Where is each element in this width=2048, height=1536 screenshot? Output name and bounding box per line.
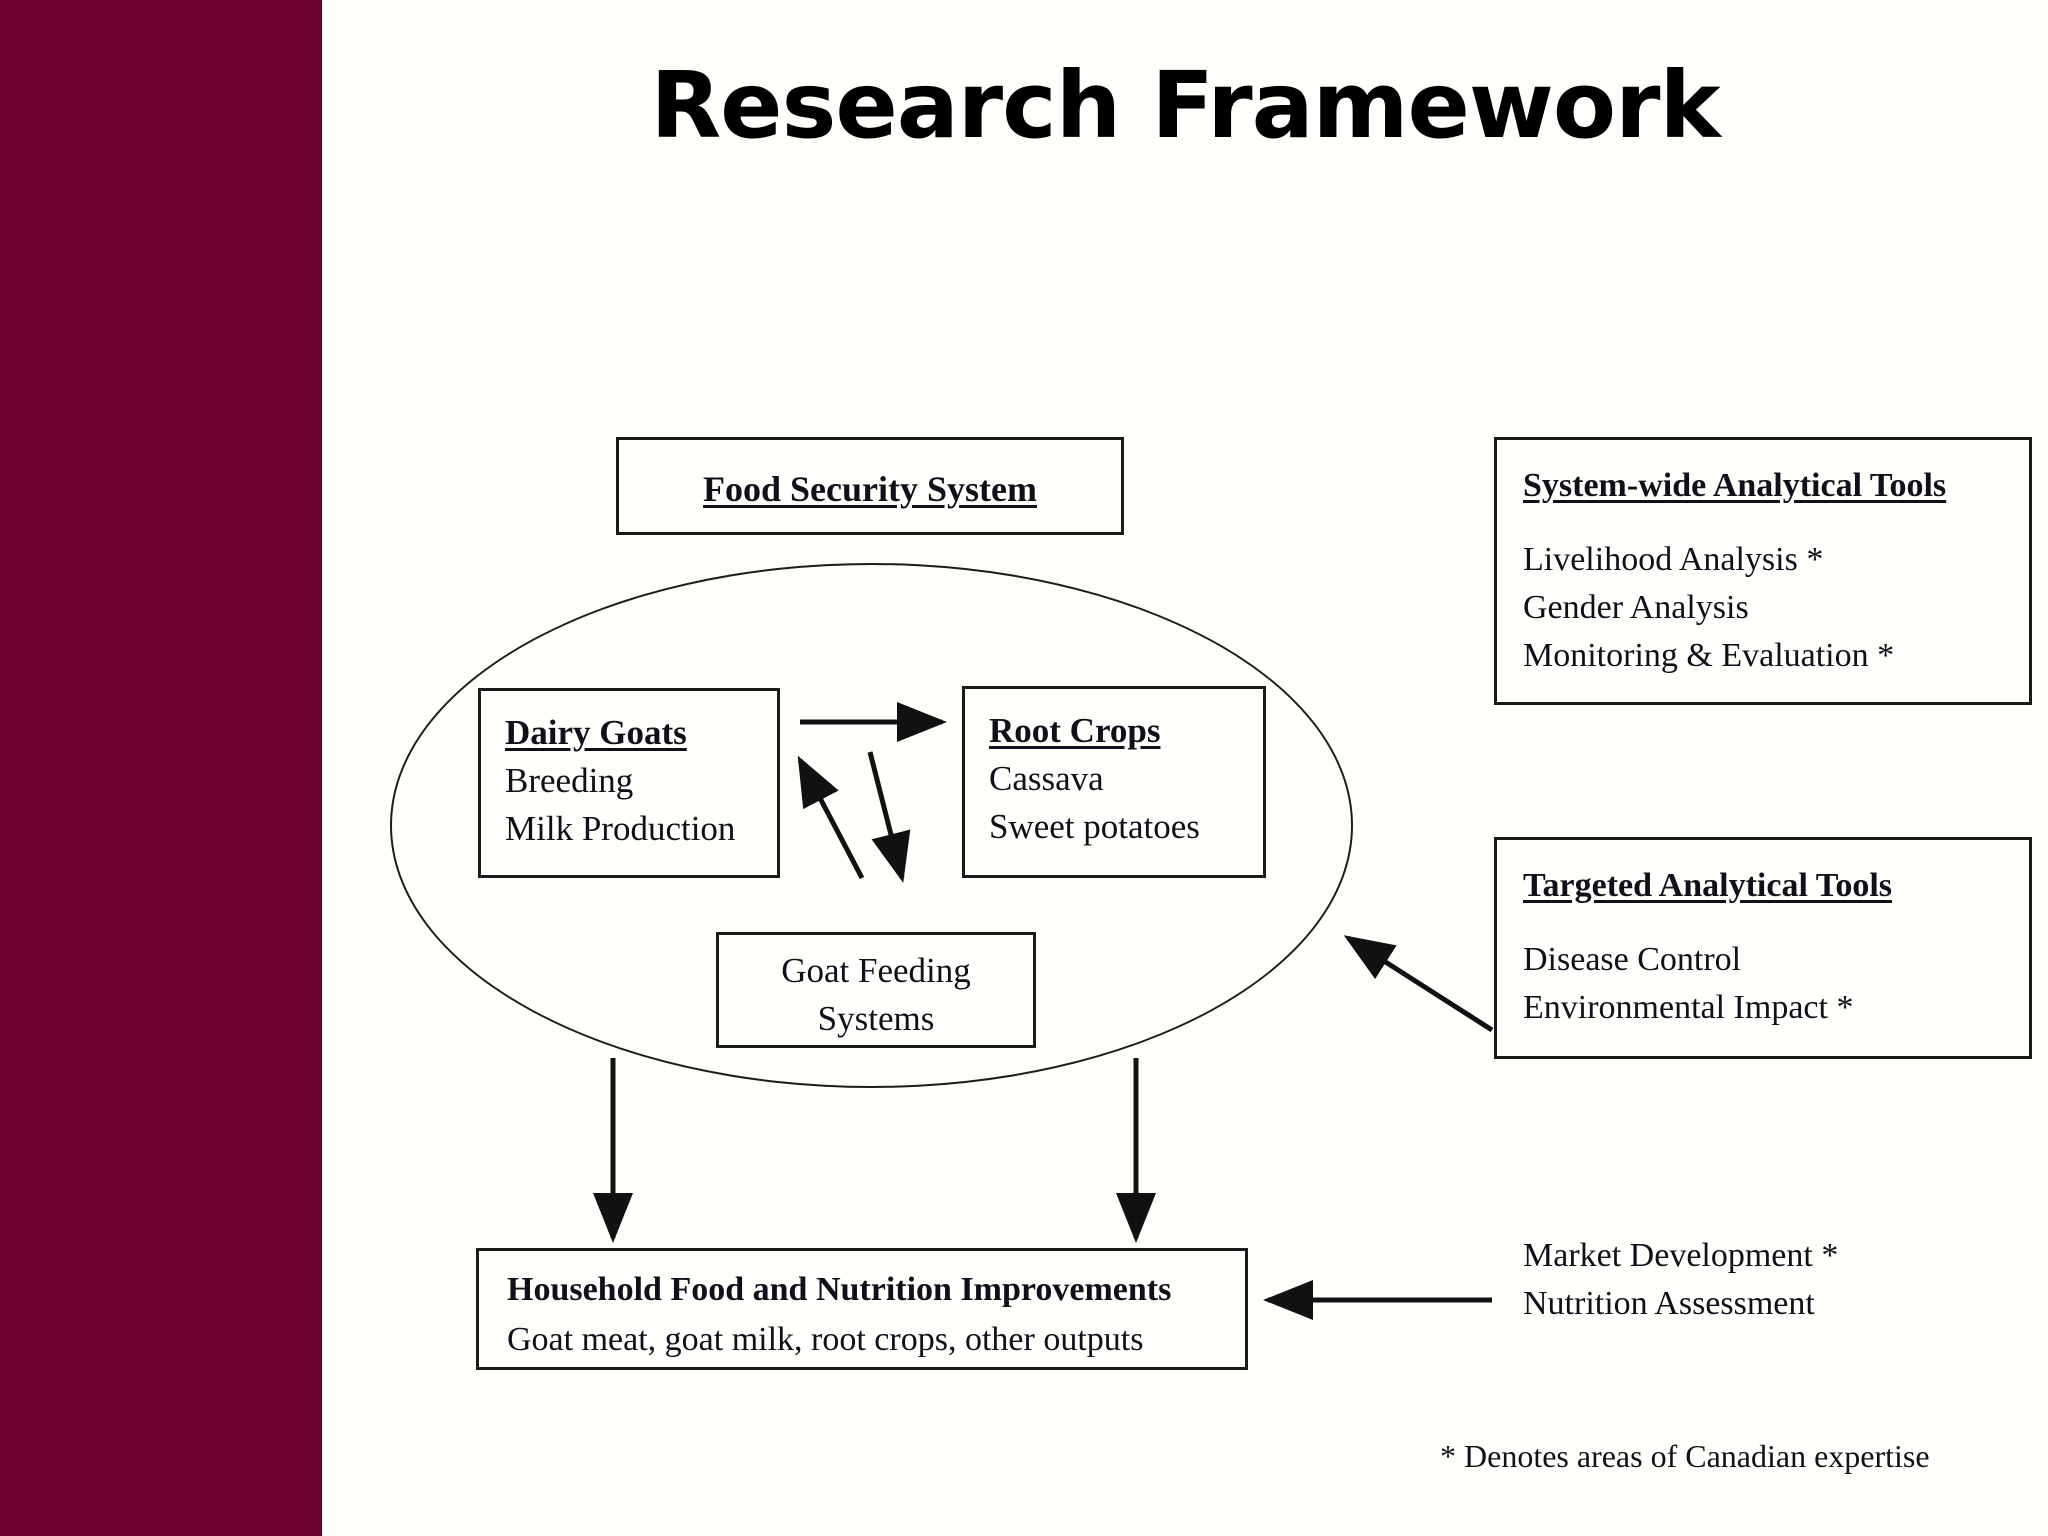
goat-feeding-line-1: Goat Feeding <box>781 951 971 990</box>
targeted-analytical-tools-panel: Targeted Analytical Tools Disease Contro… <box>1494 837 2032 1322</box>
root-crops-header: Root Crops <box>989 711 1161 750</box>
household-improvements-header: Household Food and Nutrition Improvement… <box>507 1271 1172 1308</box>
food-security-system-header: Food Security System <box>703 469 1037 509</box>
dairy-goats-item-breeding: Breeding <box>505 761 634 800</box>
page-title: Research Framework <box>650 52 1720 159</box>
system-wide-tools-header: System-wide Analytical Tools <box>1523 467 1947 504</box>
food-security-system-ellipse <box>390 563 1353 1088</box>
root-crops-item-sweet-potatoes: Sweet potatoes <box>989 807 1200 846</box>
goat-feeding-line-2: Systems <box>817 999 935 1038</box>
spacer <box>1523 910 2029 936</box>
dairy-goats-item-milk-production: Milk Production <box>505 809 736 848</box>
targeted-tool-market-development: Market Development * <box>1523 1237 1839 1274</box>
root-crops-item-cassava: Cassava <box>989 759 1104 798</box>
goat-feeding-systems-box: Goat Feeding Systems <box>716 932 1036 1048</box>
targeted-tool-environmental-impact: Environmental Impact * <box>1523 989 1854 1026</box>
food-security-system-box: Food Security System <box>616 437 1124 535</box>
targeted-tool-disease-control: Disease Control <box>1523 941 1742 978</box>
targeted-tool-nutrition-assessment: Nutrition Assessment <box>1523 1285 1815 1322</box>
footnote-canadian-expertise: * Denotes areas of Canadian expertise <box>1440 1438 1930 1474</box>
system-wide-tool-monitoring-evaluation: Monitoring & Evaluation * <box>1523 637 1895 674</box>
system-wide-tool-gender-analysis: Gender Analysis <box>1523 589 1749 626</box>
household-improvements-box: Household Food and Nutrition Improvement… <box>476 1248 1248 1370</box>
spacer <box>1523 510 2029 536</box>
system-wide-tool-livelihood-analysis: Livelihood Analysis * <box>1523 541 1824 578</box>
arrow-targeted-tools-to-system <box>1343 935 1494 1033</box>
household-improvements-detail: Goat meat, goat milk, root crops, other … <box>507 1321 1144 1358</box>
system-wide-analytical-tools-panel: System-wide Analytical Tools Livelihood … <box>1494 437 2032 705</box>
left-accent-band <box>0 0 322 1536</box>
dairy-goats-header: Dairy Goats <box>505 713 687 752</box>
targeted-tools-header: Targeted Analytical Tools <box>1523 867 1893 904</box>
spacer <box>1523 1032 2029 1232</box>
dairy-goats-box: Dairy Goats Breeding Milk Production <box>478 688 780 878</box>
root-crops-box: Root Crops Cassava Sweet potatoes <box>962 686 1266 878</box>
